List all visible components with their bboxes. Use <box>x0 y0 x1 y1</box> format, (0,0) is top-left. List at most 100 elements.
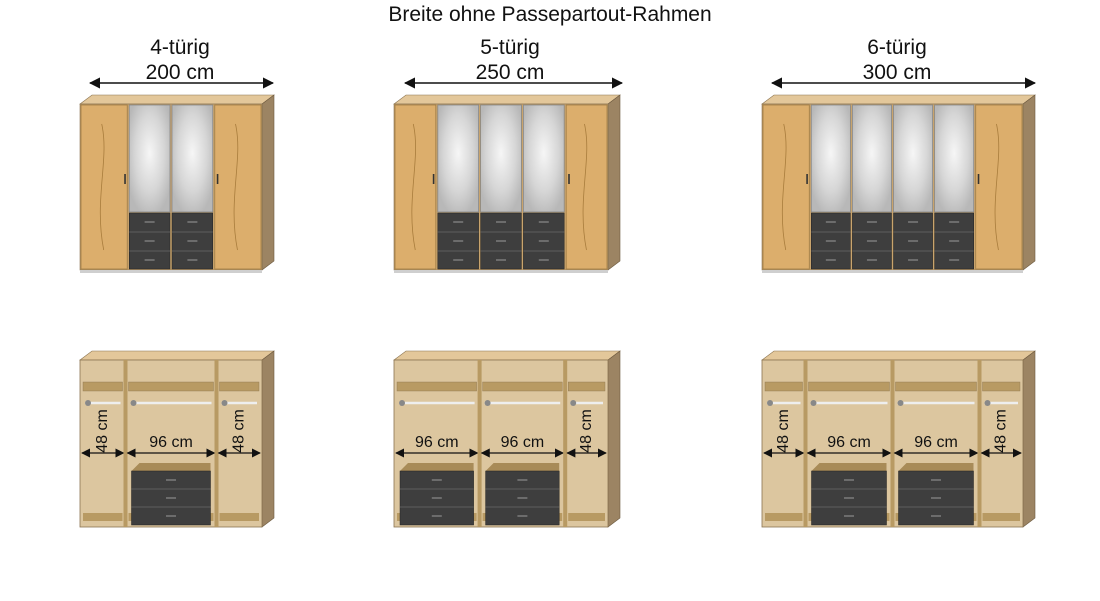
carcass-side <box>261 94 275 271</box>
carcass-top <box>79 94 275 105</box>
wood-door <box>975 104 1023 270</box>
compartment: 48 cm <box>563 360 607 527</box>
bottom-shelf <box>83 513 123 521</box>
wood-grain <box>781 123 787 251</box>
mirror-door <box>437 104 479 213</box>
rail-bracket <box>399 400 405 406</box>
rail-bracket <box>897 400 904 406</box>
shelf <box>82 381 123 392</box>
compartment-width-label: 48 cm <box>578 409 595 453</box>
wood-grain <box>994 123 1000 251</box>
door-count-label: 5-türig <box>480 36 540 59</box>
wood-grain <box>99 123 105 251</box>
wood-door <box>565 104 608 270</box>
carcass-side <box>1022 94 1036 271</box>
carcass-top <box>761 350 1036 361</box>
rail-bracket <box>484 400 491 406</box>
mirror-door <box>934 104 975 213</box>
wardrobe-column: 48 cm 96 cm 96 cm 48 cm <box>761 77 1037 528</box>
door-count-label: 6-türig <box>867 36 927 59</box>
wardrobe-column: 48 cm 96 cm 48 cm <box>79 77 275 528</box>
wood-door <box>394 104 437 270</box>
carcass-side <box>261 350 275 528</box>
partition <box>977 360 982 527</box>
bottom-shelf <box>219 513 259 521</box>
compartment-width-label: 48 cm <box>94 409 111 453</box>
compartment: 48 cm <box>214 360 261 527</box>
partition <box>890 360 895 527</box>
compartment-width-label: 96 cm <box>149 434 193 451</box>
bottom-shelf <box>568 513 605 521</box>
door-handle <box>568 174 570 184</box>
shelf <box>482 381 563 392</box>
mirror-door <box>480 104 522 213</box>
carcass-top <box>79 350 275 361</box>
mirror-door <box>128 104 171 213</box>
door-count-label: 4-türig <box>150 36 210 59</box>
wood-grain <box>582 123 588 251</box>
carcass-side <box>607 94 621 271</box>
carcass-top <box>393 350 621 361</box>
partition <box>563 360 568 527</box>
compartment-width-label: 48 cm <box>992 409 1009 453</box>
wardrobe-interior-view: 48 cm 96 cm 96 cm 48 cm <box>761 350 1036 528</box>
rail-bracket <box>810 400 817 406</box>
compartment: 96 cm <box>123 360 216 527</box>
wood-grain <box>233 123 239 251</box>
compartment-width-label: 48 cm <box>775 409 792 453</box>
compartment-width-label: 96 cm <box>415 434 459 451</box>
compartment-width-label: 48 cm <box>230 409 247 453</box>
drawer-top <box>898 463 974 471</box>
plinth <box>762 270 1023 273</box>
shelf <box>808 381 890 392</box>
shelf <box>128 381 214 392</box>
door-handle <box>432 174 435 184</box>
compartment: 96 cm <box>395 381 479 526</box>
compartment-width-label: 96 cm <box>827 434 871 451</box>
shelf <box>568 381 606 392</box>
compartment: 96 cm <box>803 360 892 527</box>
drawer-top <box>400 463 474 471</box>
shelf <box>895 381 977 392</box>
shelf <box>982 381 1021 392</box>
door-handle <box>216 174 219 184</box>
rail-bracket <box>85 400 91 406</box>
wardrobe-front-view <box>79 94 275 273</box>
compartment: 48 cm <box>81 381 125 521</box>
bottom-shelf <box>982 513 1020 521</box>
partition <box>477 360 482 527</box>
drawer-top <box>811 463 887 471</box>
rail-bracket <box>570 400 577 406</box>
compartment: 96 cm <box>477 360 565 527</box>
door-handle <box>806 174 808 184</box>
rail-bracket <box>767 400 773 406</box>
wardrobe-interior-view: 48 cm 96 cm 48 cm <box>79 350 275 528</box>
shelf <box>219 381 260 392</box>
bottom-shelf <box>765 513 803 521</box>
wood-door <box>762 104 810 270</box>
partition <box>803 360 808 527</box>
carcass-side <box>1022 350 1036 528</box>
wood-grain <box>411 123 416 251</box>
door-handle <box>977 174 980 184</box>
partition <box>214 360 219 527</box>
mirror-door <box>810 104 851 213</box>
rail-bracket <box>984 400 991 406</box>
carcass-side <box>607 350 621 528</box>
carcass-top <box>393 94 621 105</box>
shelf <box>764 381 803 392</box>
wood-door <box>80 104 128 270</box>
mirror-door <box>523 104 565 213</box>
page-title: Breite ohne Passepartout-Rahmen <box>388 3 712 26</box>
wardrobe-front-view <box>761 94 1036 273</box>
mirror-door <box>171 104 214 213</box>
mirror-door <box>893 104 934 213</box>
compartment: 96 cm <box>890 360 979 527</box>
wardrobe-interior-view: 96 cm 96 cm 48 cm <box>393 350 621 528</box>
carcass-top <box>761 94 1036 105</box>
shelf <box>396 381 477 392</box>
wardrobe-column: 96 cm 96 cm 48 cm <box>393 77 624 528</box>
plinth <box>80 270 262 273</box>
mirror-door <box>851 104 892 213</box>
